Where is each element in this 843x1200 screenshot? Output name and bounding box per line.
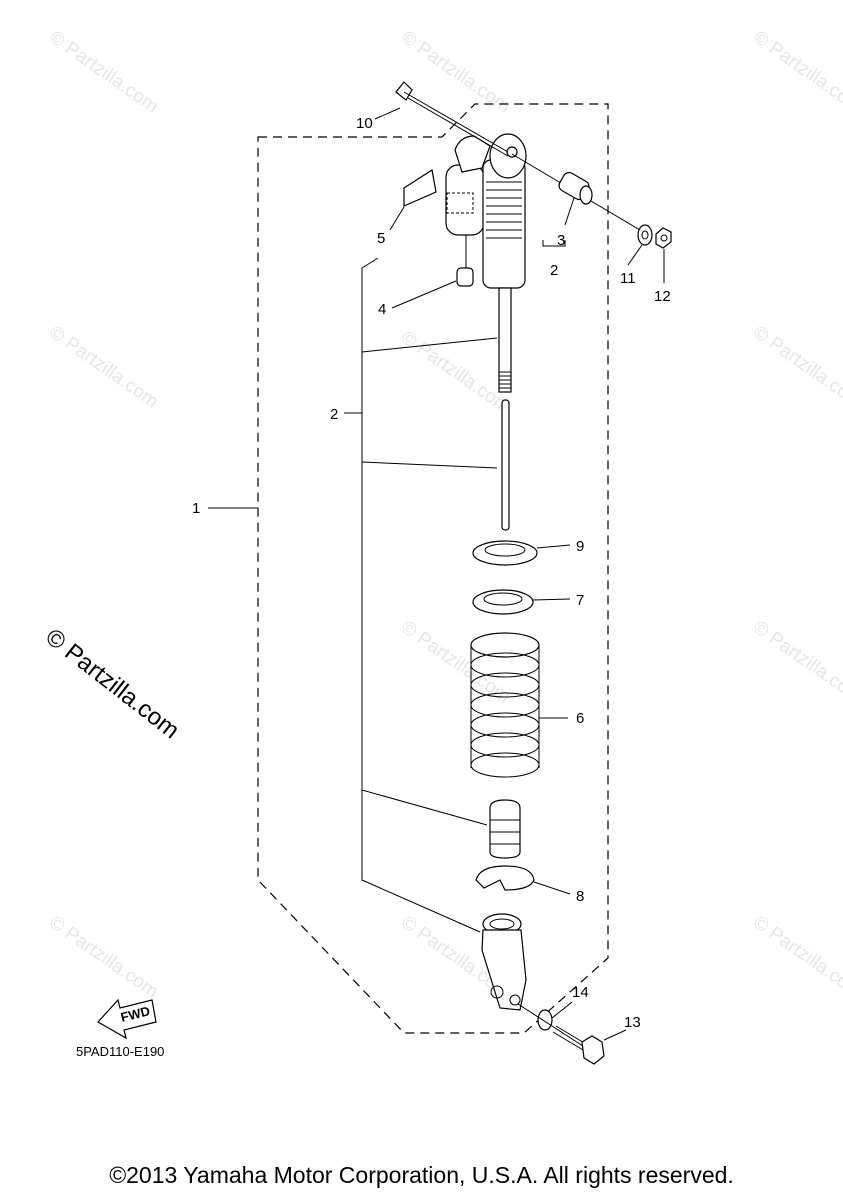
callout-2: 2 xyxy=(330,406,338,423)
upper-mount-bolt xyxy=(395,81,509,157)
copyright-notice: ©2013 Yamaha Motor Corporation, U.S.A. A… xyxy=(109,1162,734,1188)
cap xyxy=(456,267,474,287)
callout-4: 4 xyxy=(378,301,386,318)
watermark: © Partzilla.com xyxy=(749,27,843,118)
watermark: © Partzilla.com xyxy=(397,327,514,418)
callout-2: 2 xyxy=(550,262,558,279)
fwd-label: FWD xyxy=(119,1003,151,1025)
callout-7: 7 xyxy=(576,592,584,609)
watermark: © Partzilla.com xyxy=(45,322,162,413)
bump-stopper xyxy=(489,799,521,859)
callout-leaders xyxy=(208,107,665,1041)
locknut-upper xyxy=(472,540,538,566)
watermark: © Partzilla.com xyxy=(397,617,514,708)
callout-6: 6 xyxy=(576,710,584,727)
washer xyxy=(637,224,653,246)
warning-label xyxy=(403,169,437,207)
watermark-layer: © Partzilla.com © Partzilla.com © Partzi… xyxy=(45,27,843,1003)
callout-3: 3 xyxy=(557,232,565,249)
nut xyxy=(655,227,672,249)
lower-eye xyxy=(481,913,527,1011)
collar xyxy=(558,171,593,205)
callout-12: 12 xyxy=(654,288,671,305)
callout-9: 9 xyxy=(576,538,584,555)
callout-8: 8 xyxy=(576,888,584,905)
shock-absorber-body xyxy=(445,133,527,289)
lower-washer xyxy=(537,1009,553,1031)
watermark: © Partzilla.com xyxy=(749,617,843,708)
callout-11: 11 xyxy=(620,270,636,287)
assembly-outline xyxy=(257,103,609,1034)
forward-arrow-icon: FWD xyxy=(97,998,157,1040)
sub-assembly-bracket xyxy=(361,257,498,933)
callout-1: 1 xyxy=(192,500,200,517)
watermark: © Partzilla.com xyxy=(45,912,162,1003)
watermark: © Partzilla.com xyxy=(45,27,162,118)
adjusting-nut xyxy=(472,589,534,615)
callout-5: 5 xyxy=(377,230,385,247)
diagram-code: 5PAD110-E190 xyxy=(76,1044,164,1059)
callout-10: 10 xyxy=(356,115,373,132)
adjuster-rod xyxy=(501,399,510,531)
watermark: © Partzilla.com xyxy=(749,322,843,413)
callout-14: 14 xyxy=(572,984,589,1001)
spring xyxy=(470,632,540,778)
callout-13: 13 xyxy=(624,1014,641,1031)
watermark: © Partzilla.com xyxy=(397,27,514,118)
lower-mount-bolt xyxy=(517,1003,605,1065)
piston-rod xyxy=(498,287,512,393)
watermark: © Partzilla.com xyxy=(749,912,843,1003)
spring-guide xyxy=(475,865,535,891)
watermark-bold: © Partzilla.com xyxy=(40,623,184,744)
callout-labels: 1 2 2 3 4 5 6 7 8 9 10 11 12 13 14 xyxy=(192,115,671,1031)
